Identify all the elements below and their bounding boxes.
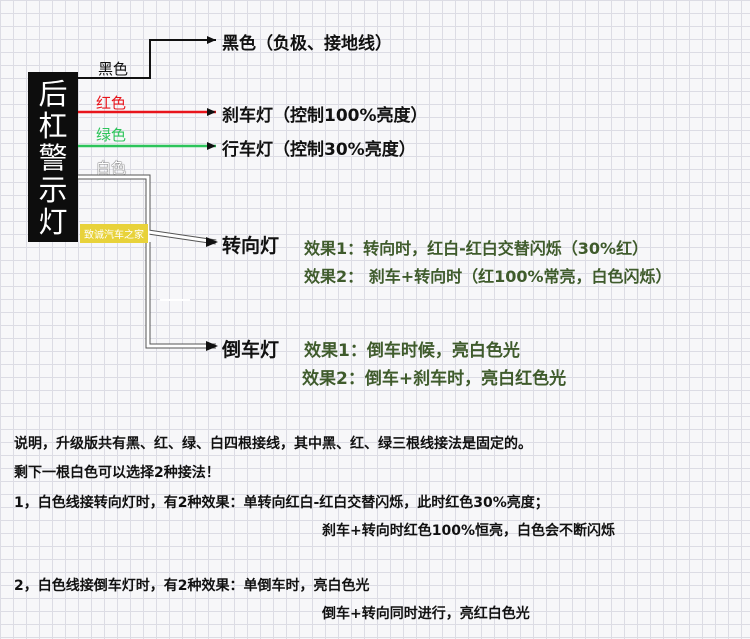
- module-label-box: 后杠警示灯: [28, 72, 78, 242]
- note-line-6: 倒车+转向同时进行，亮红白色光: [322, 606, 530, 622]
- note-line-4: 刹车+转向时红色100%恒亮，白色会不断闪烁: [322, 523, 615, 539]
- note-line-5: 2，白色线接倒车灯时，有2种效果：单倒车时，亮白色光: [14, 578, 370, 594]
- red-wire-target: 刹车灯（控制100%亮度）: [222, 106, 428, 126]
- turn-effect-2: 效果2： 刹车+转向时（红100%常亮，白色闪烁）: [304, 267, 672, 286]
- green-wire-target: 行车灯（控制30%亮度）: [222, 140, 416, 160]
- reverse-light-target: 倒车灯: [222, 339, 280, 361]
- red-wire-label: 红色: [96, 94, 127, 112]
- green-wire-label: 绿色: [96, 126, 127, 144]
- black-wire-target: 黑色（负极、接地线）: [222, 34, 392, 54]
- black-wire-label: 黑色: [98, 60, 129, 78]
- turn-effect-1: 效果1：转向时，红白-红白交替闪烁（30%红）: [304, 239, 649, 258]
- black-wire: [78, 36, 216, 79]
- white-wire-label: 白色: [96, 159, 127, 177]
- module-label: 后杠警示灯: [38, 77, 68, 239]
- watermark: 致诚汽车之家: [80, 224, 148, 243]
- note-line-3: 1，白色线接转向灯时，有2种效果：单转向红白-红白交替闪烁，此时红色30%亮度；: [14, 495, 549, 511]
- reverse-effect-1: 效果1：倒车时候，亮白色光: [304, 341, 520, 361]
- reverse-effect-2: 效果2：倒车+刹车时，亮白红色光: [302, 369, 567, 389]
- turn-signal-target: 转向灯: [222, 235, 280, 257]
- white-wire: [78, 174, 218, 351]
- note-line-1: 说明，升级版共有黑、红、绿、白四根接线，其中黑、红、绿三根线接法是固定的。: [14, 436, 532, 452]
- note-line-2: 剩下一根白色可以选择2种接法！: [14, 465, 220, 481]
